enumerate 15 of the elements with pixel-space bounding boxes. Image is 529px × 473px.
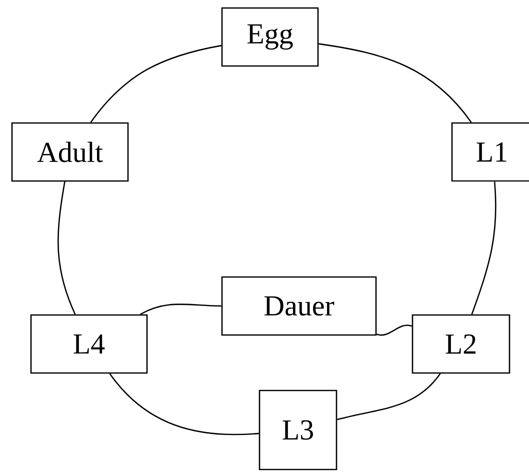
connector-line: [90, 44, 222, 123]
connector-line: [58, 182, 76, 315]
connector-line: [318, 43, 472, 123]
stage-box: Adult: [11, 122, 129, 182]
connector-line: [471, 182, 496, 315]
stage-box: L1: [451, 122, 529, 182]
stage-box: L2: [412, 314, 510, 374]
connector-line: [376, 324, 412, 336]
stage-box: Egg: [221, 7, 319, 67]
connector-line: [140, 304, 222, 315]
stage-box: L4: [30, 314, 148, 374]
connector-line: [109, 373, 259, 436]
stage-box: Dauer: [221, 276, 377, 336]
stage-box: L3: [258, 390, 338, 470]
connector-line: [337, 373, 441, 420]
